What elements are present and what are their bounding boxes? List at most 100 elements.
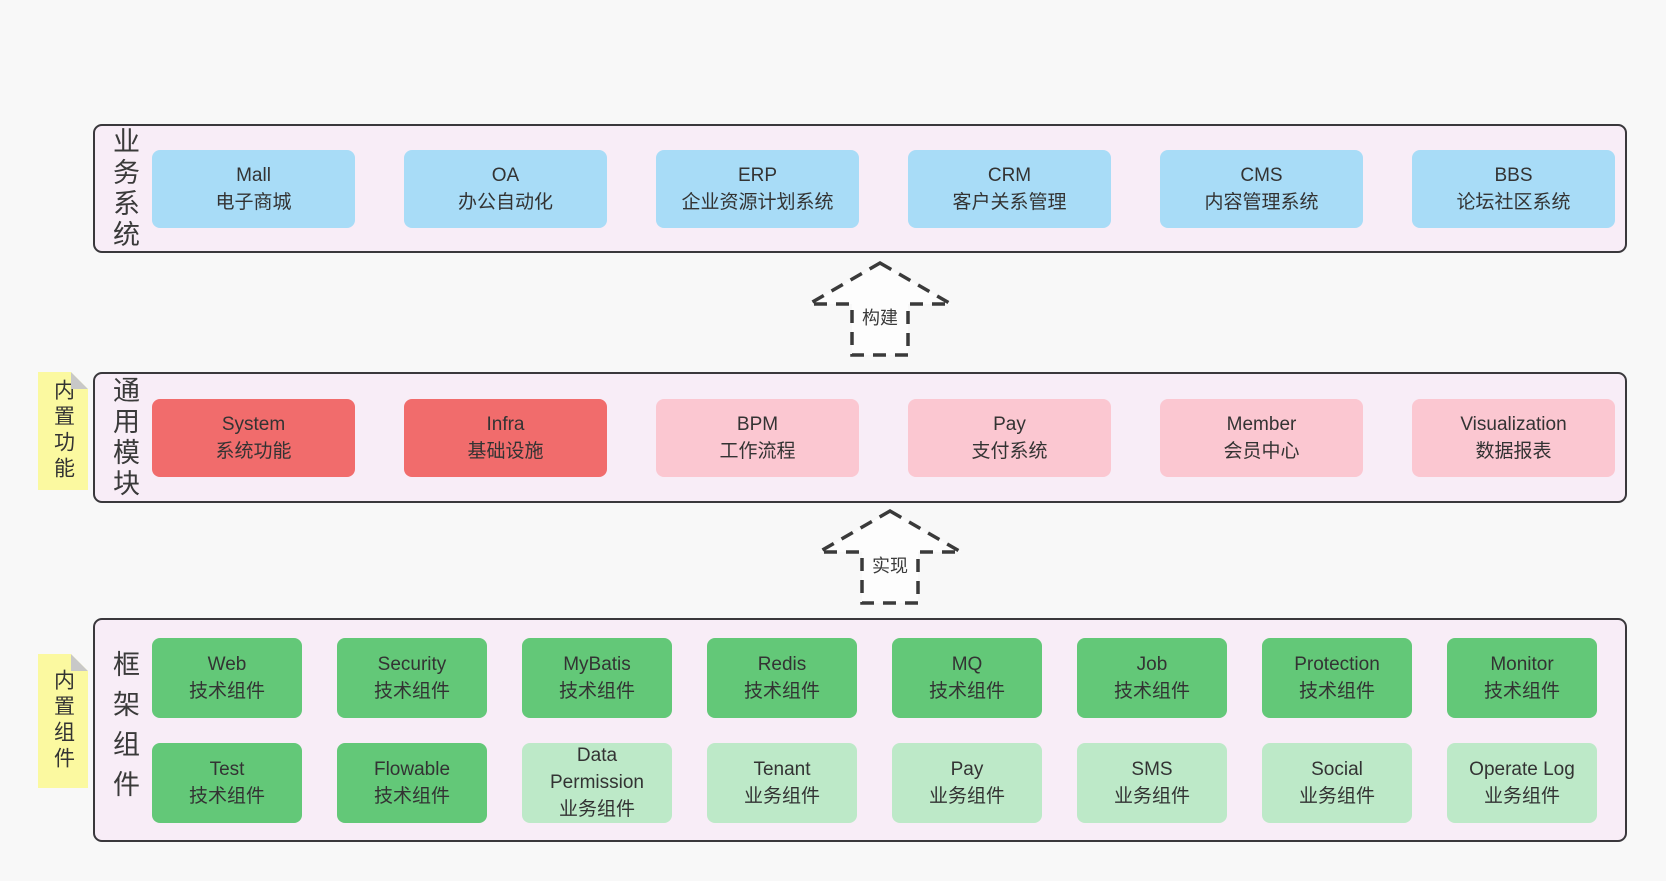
box-pay-component: Pay 业务组件 xyxy=(892,742,1042,823)
box-subtitle: 技术组件 xyxy=(373,785,450,807)
box-title: Protection xyxy=(1294,653,1380,675)
layer-common-modules: 通用模块 System 系统功能 Infra 基础设施 BPM 工作流程 Pay… xyxy=(93,372,1627,503)
box-subtitle: 技术组件 xyxy=(188,785,265,807)
box-subtitle: 电子商城 xyxy=(215,191,292,213)
box-cms: CMS 内容管理系统 xyxy=(1160,149,1363,228)
arrow-implement: 实现 xyxy=(815,506,965,608)
box-title: MQ xyxy=(951,653,983,675)
box-title: Data Permission xyxy=(550,745,644,793)
box-title: Mall xyxy=(236,164,271,186)
box-title: Pay xyxy=(993,413,1026,435)
box-subtitle: 技术组件 xyxy=(743,680,820,702)
box-system: System 系统功能 xyxy=(152,398,355,477)
box-subtitle: 客户关系管理 xyxy=(952,191,1067,213)
box-title: BPM xyxy=(736,413,779,435)
box-subtitle: 内容管理系统 xyxy=(1204,191,1319,213)
box-subtitle: 技术组件 xyxy=(1298,680,1375,702)
box-title: OA xyxy=(491,164,520,186)
box-operate-log: Operate Log 业务组件 xyxy=(1447,742,1597,823)
arrow-build: 构建 xyxy=(805,258,955,360)
box-tenant: Tenant 业务组件 xyxy=(707,742,857,823)
note-fold-corner-icon xyxy=(71,372,88,389)
box-web: Web 技术组件 xyxy=(152,637,302,718)
box-sms: SMS 业务组件 xyxy=(1077,742,1227,823)
box-subtitle: 业务组件 xyxy=(1113,785,1190,807)
box-subtitle: 办公自动化 xyxy=(457,191,553,213)
framework-components-row-1: Web 技术组件 Security 技术组件 MyBatis 技术组件 Redi… xyxy=(152,637,1598,718)
box-title: Monitor xyxy=(1490,653,1554,675)
box-bbs: BBS 论坛社区系统 xyxy=(1412,149,1615,228)
box-subtitle: 业务组件 xyxy=(1298,785,1375,807)
box-flowable: Flowable 技术组件 xyxy=(337,742,487,823)
arrow-build-label: 构建 xyxy=(859,303,901,331)
box-title: CMS xyxy=(1240,164,1283,186)
layer-framework-components: 框架组件 Web 技术组件 Security 技术组件 MyBatis 技术组件… xyxy=(93,618,1627,842)
box-title: Social xyxy=(1311,758,1363,780)
box-title: Member xyxy=(1226,413,1297,435)
note-fold-corner-icon xyxy=(71,654,88,671)
box-title: SMS xyxy=(1131,758,1173,780)
box-title: Security xyxy=(377,653,447,675)
box-erp: ERP 企业资源计划系统 xyxy=(656,149,859,228)
box-subtitle: 技术组件 xyxy=(558,680,635,702)
box-subtitle: 技术组件 xyxy=(373,680,450,702)
box-subtitle: 工作流程 xyxy=(719,440,796,462)
sticky-note-built-in-components: 内置组件 xyxy=(38,654,88,788)
box-title: Infra xyxy=(486,413,525,435)
box-subtitle: 系统功能 xyxy=(215,440,292,462)
box-subtitle: 企业资源计划系统 xyxy=(681,191,834,213)
box-title: CRM xyxy=(987,164,1032,186)
layer-label-framework-components: 框架组件 xyxy=(109,650,139,810)
arrow-implement-label: 实现 xyxy=(869,551,911,579)
box-title: Test xyxy=(209,758,245,780)
box-monitor: Monitor 技术组件 xyxy=(1447,637,1597,718)
box-title: Web xyxy=(207,653,247,675)
box-title: BBS xyxy=(1494,164,1533,186)
box-subtitle: 论坛社区系统 xyxy=(1456,191,1571,213)
box-protection: Protection 技术组件 xyxy=(1262,637,1412,718)
box-title: System xyxy=(221,413,286,435)
layer-business-systems: 业务系统 Mall 电子商城 OA 办公自动化 ERP 企业资源计划系统 CRM… xyxy=(93,124,1627,253)
box-subtitle: 技术组件 xyxy=(1113,680,1190,702)
box-visualization: Visualization 数据报表 xyxy=(1412,398,1615,477)
box-mall: Mall 电子商城 xyxy=(152,149,355,228)
note-label: 内置功能 xyxy=(51,379,75,483)
layer-label-common-modules: 通用模块 xyxy=(109,375,139,500)
box-job: Job 技术组件 xyxy=(1077,637,1227,718)
box-subtitle: 技术组件 xyxy=(188,680,265,702)
box-data-permission: Data Permission 业务组件 xyxy=(522,742,672,823)
box-subtitle: 技术组件 xyxy=(1483,680,1560,702)
box-pay-module: Pay 支付系统 xyxy=(908,398,1111,477)
box-title: Operate Log xyxy=(1469,758,1575,780)
common-modules-row: System 系统功能 Infra 基础设施 BPM 工作流程 Pay 支付系统… xyxy=(152,374,1629,501)
box-test: Test 技术组件 xyxy=(152,742,302,823)
box-subtitle: 基础设施 xyxy=(467,440,544,462)
box-security: Security 技术组件 xyxy=(337,637,487,718)
box-title: Flowable xyxy=(373,758,451,780)
box-title: Pay xyxy=(950,758,984,780)
box-member: Member 会员中心 xyxy=(1160,398,1363,477)
box-subtitle: 业务组件 xyxy=(928,785,1005,807)
box-mq: MQ 技术组件 xyxy=(892,637,1042,718)
box-subtitle: 技术组件 xyxy=(928,680,1005,702)
note-label: 内置组件 xyxy=(51,669,75,773)
box-oa: OA 办公自动化 xyxy=(404,149,607,228)
framework-components-row-2: Test 技术组件 Flowable 技术组件 Data Permission … xyxy=(152,742,1598,823)
box-infra: Infra 基础设施 xyxy=(404,398,607,477)
box-title: MyBatis xyxy=(563,653,631,675)
box-subtitle: 业务组件 xyxy=(1483,785,1560,807)
box-social: Social 业务组件 xyxy=(1262,742,1412,823)
box-subtitle: 会员中心 xyxy=(1223,440,1300,462)
box-mybatis: MyBatis 技术组件 xyxy=(522,637,672,718)
box-redis: Redis 技术组件 xyxy=(707,637,857,718)
box-bpm: BPM 工作流程 xyxy=(656,398,859,477)
box-title: Visualization xyxy=(1460,413,1567,435)
box-subtitle: 数据报表 xyxy=(1475,440,1552,462)
box-crm: CRM 客户关系管理 xyxy=(908,149,1111,228)
framework-components-grid: Web 技术组件 Security 技术组件 MyBatis 技术组件 Redi… xyxy=(152,620,1625,840)
sticky-note-built-in-features: 内置功能 xyxy=(38,372,88,490)
box-title: ERP xyxy=(737,164,778,186)
box-title: Redis xyxy=(757,653,807,675)
box-title: Job xyxy=(1136,653,1168,675)
box-subtitle: 业务组件 xyxy=(558,799,635,820)
